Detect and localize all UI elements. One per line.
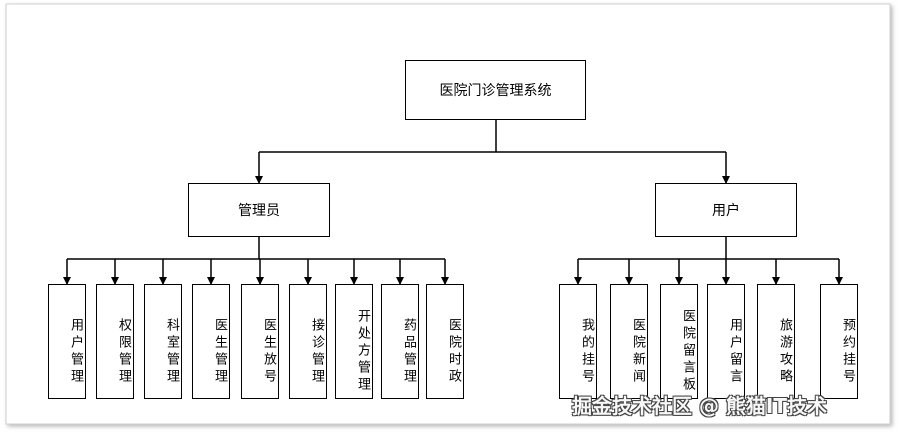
leaf-node-label: 医院新闻 [630,317,645,386]
leaf-node: 医院时政 [426,284,464,399]
leaf-node-label: 医生放号 [261,317,276,386]
leaf-node-label: 接诊管理 [309,317,324,386]
branch-node-user: 用户 [655,183,797,237]
leaf-node: 接诊管理 [289,284,327,399]
branch-node-admin: 管理员 [188,183,330,237]
leaf-node: 医生管理 [192,284,230,399]
leaf-node-label: 预约挂号 [840,317,855,386]
leaf-node: 我的挂号 [559,284,597,399]
leaf-node: 医生放号 [241,284,279,399]
leaf-node: 医院新闻 [610,284,648,399]
leaf-node-label: 医生管理 [212,317,227,386]
leaf-node: 开处方管理 [335,284,373,399]
leaf-node: 权限管理 [96,284,134,399]
leaf-node: 科室管理 [144,284,182,399]
leaf-node-label: 开处方管理 [355,309,370,394]
leaf-node-label: 医院时政 [446,317,461,386]
leaf-node-label: 我的挂号 [579,317,594,386]
leaf-node-label: 用户留言 [727,317,742,386]
watermark-text: 掘金技术社区 @ 熊猫IT技术 [572,394,828,418]
leaf-node: 用户管理 [48,284,86,399]
leaf-node: 旅游攻略 [757,284,795,399]
leaf-node: 用户留言 [707,284,745,399]
leaf-node-label: 用户管理 [68,317,83,386]
leaf-node-label: 药品管理 [401,317,416,386]
root-node: 医院门诊管理系统 [405,60,586,120]
leaf-node: 医院留言板 [660,284,698,399]
leaf-node-label: 科室管理 [164,317,179,386]
leaf-node-label: 旅游攻略 [777,317,792,386]
leaf-node-label: 医院留言板 [680,309,695,394]
connector-lines [63,120,843,285]
leaf-node-label: 权限管理 [116,317,131,386]
leaf-node: 预约挂号 [820,284,858,399]
leaf-node: 药品管理 [381,284,419,399]
